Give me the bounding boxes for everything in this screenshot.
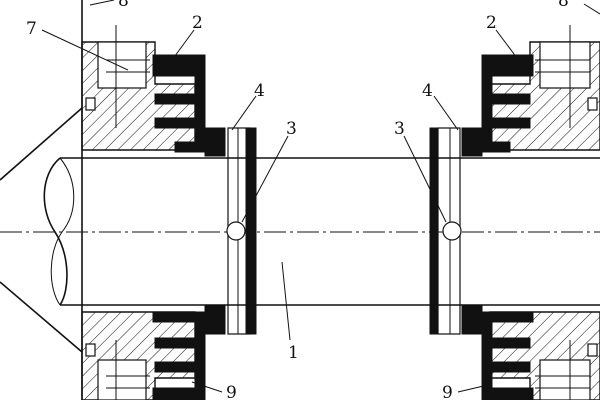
leader-lines bbox=[41, 0, 600, 393]
right-seal-step-upper bbox=[461, 127, 483, 157]
right-lower-seal bbox=[481, 311, 534, 400]
right-set-screw-upper bbox=[587, 97, 598, 111]
right-seal-assembly bbox=[461, 54, 534, 400]
leader-8-left bbox=[89, 0, 115, 6]
leader-4-left bbox=[231, 95, 257, 131]
leader-2-left bbox=[171, 29, 195, 61]
left-seal-assembly bbox=[152, 54, 226, 400]
callout-3-right: 3 bbox=[394, 119, 405, 139]
leader-3-left bbox=[241, 135, 289, 223]
right-set-screw-lower bbox=[587, 343, 598, 357]
left-set-screw-upper bbox=[85, 97, 96, 111]
right-bolt-pocket-lower bbox=[539, 359, 591, 400]
left-set-screw-lower bbox=[85, 343, 96, 357]
left-cone-outline bbox=[0, 107, 83, 353]
right-pin bbox=[442, 221, 462, 241]
leader-8-right bbox=[583, 3, 600, 15]
callout-1: 1 bbox=[288, 343, 299, 363]
callout-2-right: 2 bbox=[486, 13, 497, 33]
callout-labels: 8 7 2 4 3 1 9 2 4 3 9 8 bbox=[26, 0, 569, 400]
left-bolt-pocket-lower bbox=[97, 359, 147, 400]
right-upper-seal bbox=[481, 54, 534, 153]
callout-7: 7 bbox=[26, 19, 37, 39]
leader-2-right bbox=[495, 29, 521, 63]
callout-8-left: 8 bbox=[118, 0, 129, 11]
left-pin bbox=[226, 221, 246, 241]
callout-3-left: 3 bbox=[286, 119, 297, 139]
left-upper-seal bbox=[152, 54, 206, 153]
leader-4-right bbox=[433, 95, 459, 131]
right-bolt-pocket-upper bbox=[539, 41, 591, 89]
callout-2-left: 2 bbox=[192, 13, 203, 33]
callout-4-right: 4 bbox=[422, 81, 433, 101]
left-seal-step-upper bbox=[204, 127, 226, 157]
left-collar-dark-edge bbox=[245, 127, 257, 335]
leader-7 bbox=[41, 29, 129, 71]
cone-lower-edge bbox=[0, 281, 83, 353]
leader-3-right bbox=[403, 135, 447, 223]
leader-9-left bbox=[191, 381, 223, 393]
shaft bbox=[0, 157, 600, 306]
callout-8-right: 8 bbox=[558, 0, 569, 11]
left-lower-seal bbox=[152, 311, 206, 400]
left-seal-step-lower bbox=[204, 305, 226, 335]
right-seal-step-lower bbox=[461, 305, 483, 335]
callout-9-left: 9 bbox=[226, 383, 237, 400]
leader-9-right bbox=[457, 383, 493, 393]
leader-1 bbox=[281, 261, 291, 341]
callout-4-left: 4 bbox=[254, 81, 265, 101]
cone-upper-edge bbox=[0, 107, 83, 181]
left-bolt-pocket-upper bbox=[97, 41, 147, 89]
callout-9-right: 9 bbox=[442, 383, 453, 400]
